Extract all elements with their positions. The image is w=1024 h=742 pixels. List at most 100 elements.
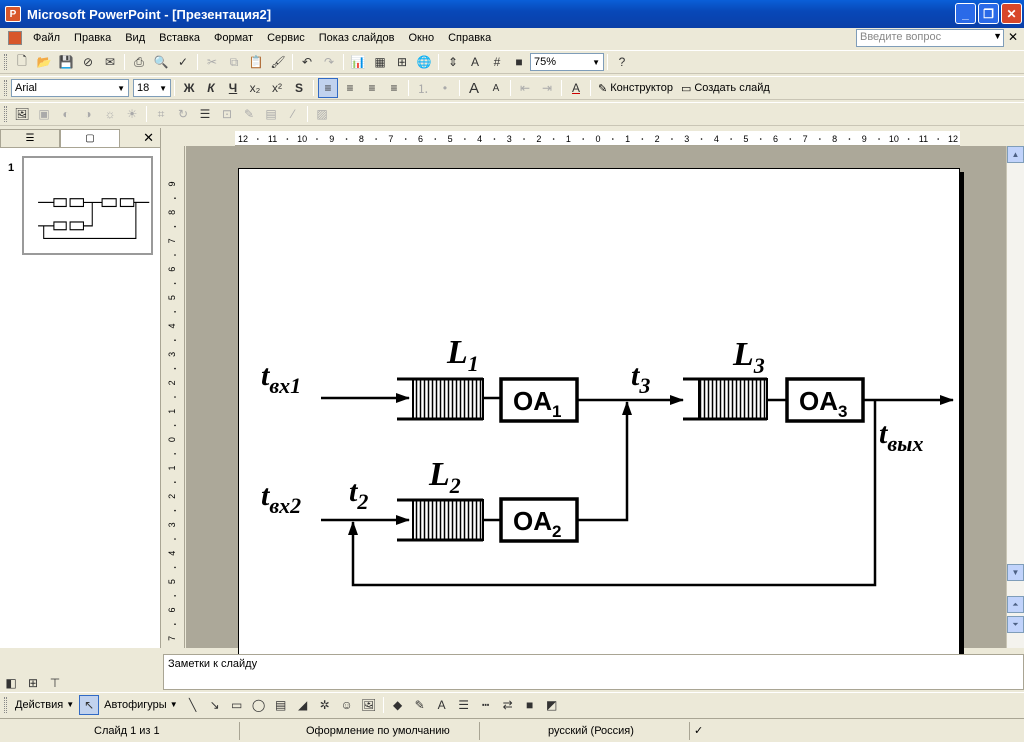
oval-icon[interactable]: ◯ — [251, 697, 266, 712]
font-color-icon[interactable]: A — [571, 81, 580, 95]
grid-icon[interactable]: # — [493, 55, 501, 69]
tab-slides[interactable]: ▢ — [60, 129, 120, 147]
zoom-select[interactable]: 75%▼ — [530, 53, 604, 71]
menu-help[interactable]: Справка — [448, 32, 492, 44]
transparent-color-icon[interactable]: ⁄ — [291, 107, 294, 121]
paste-icon[interactable]: 📋 — [248, 55, 264, 69]
email-icon[interactable]: ✉ — [104, 55, 116, 69]
help-question-input[interactable]: Введите вопрос — [856, 29, 1004, 47]
redo-icon[interactable]: ↷ — [323, 55, 335, 69]
vertical-scrollbar[interactable]: ▲ ▼ ⏶ ⏷ — [1006, 146, 1024, 648]
restore-button[interactable]: ❐ — [978, 3, 999, 24]
minimize-button[interactable]: _ — [955, 3, 976, 24]
brightness-icon[interactable]: ☼ — [104, 107, 116, 121]
dash-style-icon[interactable]: ┅ — [482, 697, 490, 712]
new-icon[interactable]: 🗋 — [17, 53, 27, 68]
insert-picture-icon[interactable]: 🖼 — [14, 107, 30, 121]
superscript-icon[interactable]: x² — [272, 81, 282, 95]
slide-thumbnail[interactable] — [22, 156, 153, 255]
crop-icon[interactable]: ⌗ — [157, 106, 165, 121]
contrast-icon[interactable]: ◐ — [62, 107, 70, 121]
save-icon[interactable]: 💾 — [58, 55, 74, 69]
spelling-icon[interactable]: ✓ — [177, 55, 189, 69]
wordart-icon[interactable]: ◢ — [298, 697, 308, 712]
font-color-icon[interactable]: A — [437, 697, 446, 712]
new-slide-button[interactable]: ▭Создать слайд — [680, 82, 770, 95]
line-style-icon[interactable]: ☰ — [458, 697, 470, 712]
toolbar-grip[interactable] — [4, 54, 7, 70]
fill-color-icon[interactable]: ◆ — [393, 697, 403, 712]
autoshapes-menu[interactable]: Автофигуры▼ — [104, 698, 178, 711]
scroll-down-icon[interactable]: ▼ — [1007, 564, 1024, 581]
open-icon[interactable]: 📂 — [36, 55, 52, 69]
menu-tools[interactable]: Сервис — [267, 32, 305, 44]
less-brightness-icon[interactable]: ☀ — [126, 107, 138, 121]
line-icon[interactable]: ╲ — [189, 697, 197, 712]
shadow-button[interactable]: S — [294, 81, 303, 95]
picture-icon[interactable]: 🖼 — [361, 697, 377, 712]
bullets-icon[interactable]: • — [442, 81, 448, 95]
table-icon[interactable]: ▦ — [374, 55, 386, 69]
permission-icon[interactable]: ⊘ — [82, 55, 94, 69]
rotate-icon[interactable]: ↻ — [177, 107, 189, 121]
menu-file[interactable]: Файл — [33, 32, 61, 44]
normal-view-icon[interactable]: ◧ — [5, 676, 17, 690]
textbox-icon[interactable]: ▤ — [274, 697, 287, 712]
toolbar-grip[interactable] — [4, 696, 7, 713]
font-select[interactable]: Arial▼ — [11, 79, 129, 97]
show-formatting-icon[interactable]: A — [470, 55, 479, 69]
line-style-icon[interactable]: ☰ — [199, 107, 211, 121]
slideshow-icon[interactable]: ⊤ — [49, 676, 61, 690]
expand-all-icon[interactable]: ⇕ — [447, 55, 459, 69]
print-icon[interactable]: ⎙ — [134, 54, 144, 69]
3d-style-icon[interactable]: ◩ — [545, 697, 558, 712]
italic-button[interactable]: К — [207, 81, 215, 95]
next-slide-icon[interactable]: ⏷ — [1007, 616, 1024, 633]
powerpoint-app-icon[interactable]: P — [5, 6, 21, 22]
menu-edit[interactable]: Правка — [74, 32, 112, 44]
hyperlink-icon[interactable]: 🌐 — [416, 55, 432, 69]
format-picture-icon[interactable]: ▤ — [265, 107, 277, 121]
document-icon[interactable] — [8, 31, 22, 45]
menu-view[interactable]: Вид — [125, 32, 146, 44]
chevron-down-icon[interactable]: ▼ — [993, 31, 1002, 41]
compress-icon[interactable]: ⊡ — [221, 107, 233, 121]
print-preview-icon[interactable]: 🔍 — [153, 55, 169, 69]
menu-window[interactable]: Окно — [408, 32, 435, 44]
close-button[interactable]: ✕ — [1001, 3, 1022, 24]
slide[interactable]: tвх1 tвх2 t2 t3 tвых L1 L2 L3 — [238, 168, 960, 658]
align-right-icon[interactable]: ≡ — [368, 81, 376, 95]
close-icon[interactable]: ✕ — [1007, 30, 1018, 44]
justify-icon[interactable]: ≡ — [390, 81, 398, 95]
decrease-indent-icon[interactable]: ⇤ — [519, 81, 531, 95]
tab-outline[interactable]: ☰ — [0, 129, 60, 147]
clipart-icon[interactable]: ☺ — [340, 697, 353, 712]
chart-icon[interactable]: 📊 — [350, 55, 366, 69]
line-color-icon[interactable]: ✎ — [414, 697, 425, 712]
decrease-font-icon[interactable]: A — [492, 82, 500, 94]
shadow-style-icon[interactable]: ■ — [526, 697, 534, 712]
previous-slide-icon[interactable]: ⏶ — [1007, 596, 1024, 613]
numbering-icon[interactable]: ⒈ — [416, 81, 429, 96]
toolbar-grip[interactable] — [4, 106, 7, 122]
scroll-up-icon[interactable]: ▲ — [1007, 146, 1024, 163]
copy-icon[interactable]: ⧉ — [229, 54, 239, 69]
font-size-select[interactable]: 18▼ — [133, 79, 171, 97]
actions-menu[interactable]: Действия▼ — [15, 698, 75, 711]
notes-area[interactable]: Заметки к слайду — [163, 654, 1024, 690]
arrow-icon[interactable]: ↘ — [209, 697, 220, 712]
align-center-icon[interactable]: ≡ — [346, 81, 354, 95]
tables-borders-icon[interactable]: ⊞ — [396, 55, 408, 69]
format-painter-icon[interactable]: 🖌 — [270, 55, 286, 69]
rectangle-icon[interactable]: ▭ — [230, 697, 243, 712]
help-icon[interactable]: ? — [618, 55, 626, 69]
menu-insert[interactable]: Вставка — [159, 32, 201, 44]
increase-indent-icon[interactable]: ⇥ — [541, 81, 553, 95]
align-left-icon[interactable]: ≡ — [318, 78, 338, 98]
bold-button[interactable]: Ж — [183, 81, 195, 95]
close-icon[interactable]: ✕ — [143, 129, 154, 145]
underline-button[interactable]: Ч — [228, 81, 238, 95]
subscript-icon[interactable]: x₂ — [249, 81, 261, 95]
